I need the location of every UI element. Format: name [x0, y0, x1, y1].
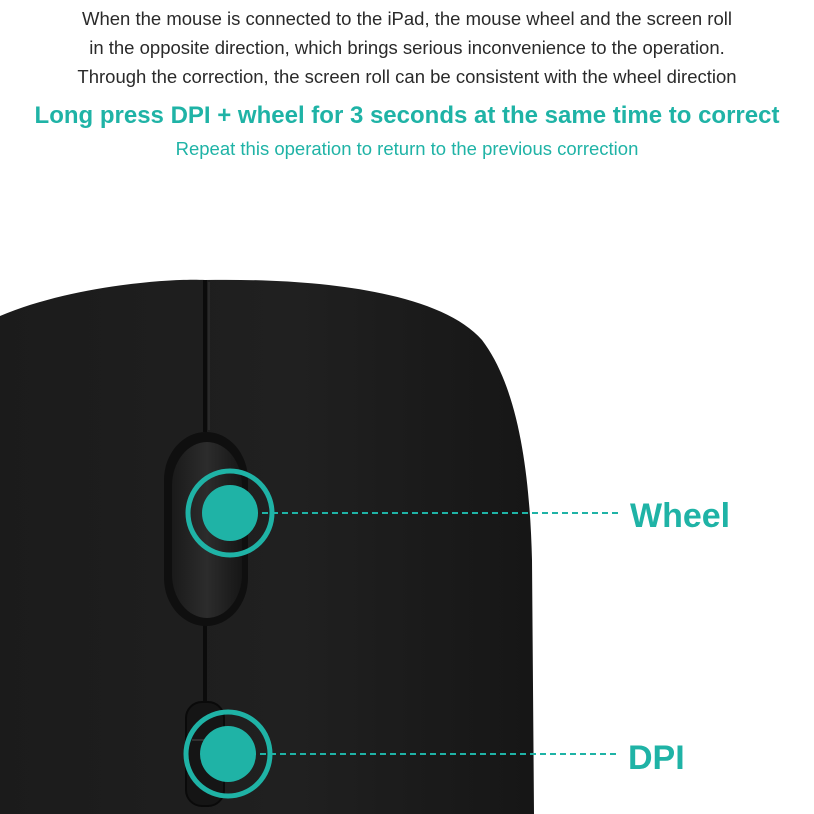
instruction-headline: Long press DPI + wheel for 3 seconds at …: [34, 102, 780, 129]
intro-text: When the mouse is connected to the iPad,…: [0, 4, 814, 91]
dpi-label: DPI: [628, 739, 685, 777]
intro-line-3: Through the correction, the screen roll …: [77, 66, 737, 87]
wheel-label: Wheel: [630, 497, 731, 535]
intro-line-1: When the mouse is connected to the iPad,…: [82, 8, 732, 29]
instruction-subline: Repeat this operation to return to the p…: [175, 138, 639, 159]
mouse-body: [0, 279, 534, 814]
intro-line-2: in the opposite direction, which brings …: [89, 37, 725, 58]
